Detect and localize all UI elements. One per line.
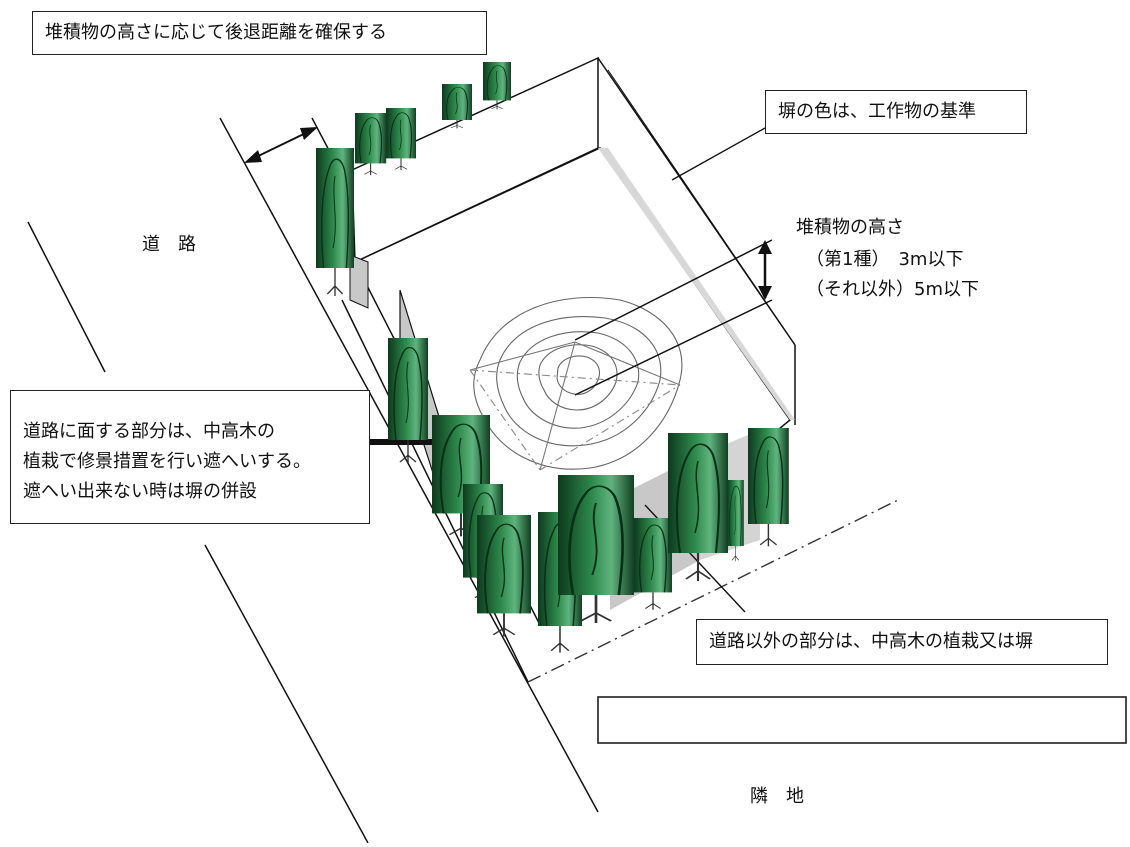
tree [633,517,673,611]
other-side-label: 道路以外の部分は、中高木の植栽又は塀 [709,631,1033,652]
height-type1: （第1種） 3m以下 [806,249,964,270]
tree [315,147,355,297]
neighbor-building [597,696,1127,744]
road-side-callout: 道路に面する部分は、中高木の 植栽で修景措置を行い遮へいする。 遮へい出来ない時… [10,390,370,524]
fence-color-label: 塀の色は、工作物の基準 [778,101,976,122]
other-side-callout: 道路以外の部分は、中高木の植栽又は塀 [696,619,1108,665]
height-title: 堆積物の高さ [796,217,904,238]
setback-callout: 堆積物の高さに応じて後退距離を確保する [32,11,487,55]
fence-color-callout: 塀の色は、工作物の基準 [765,90,1027,134]
road-label: 道 路 [142,234,196,255]
height-indicator [574,239,773,396]
road-side-line-3: 遮へい出来ない時は塀の併設 [23,481,257,502]
setback-label: 堆積物の高さに応じて後退距離を確保する [45,22,387,43]
height-other: （それ以外）5m以下 [806,279,979,300]
setback-arrow [244,127,318,163]
deposit-pile [469,297,683,471]
back-fence [351,56,796,425]
neighbor-label: 隣 地 [750,786,804,807]
road-side-line-2: 植栽で修景措置を行い遮へいする。 [23,451,311,472]
tree [476,514,532,638]
road-side-line-1: 道路に面する部分は、中高木の [23,421,275,442]
neighbor-boundary [527,499,899,683]
